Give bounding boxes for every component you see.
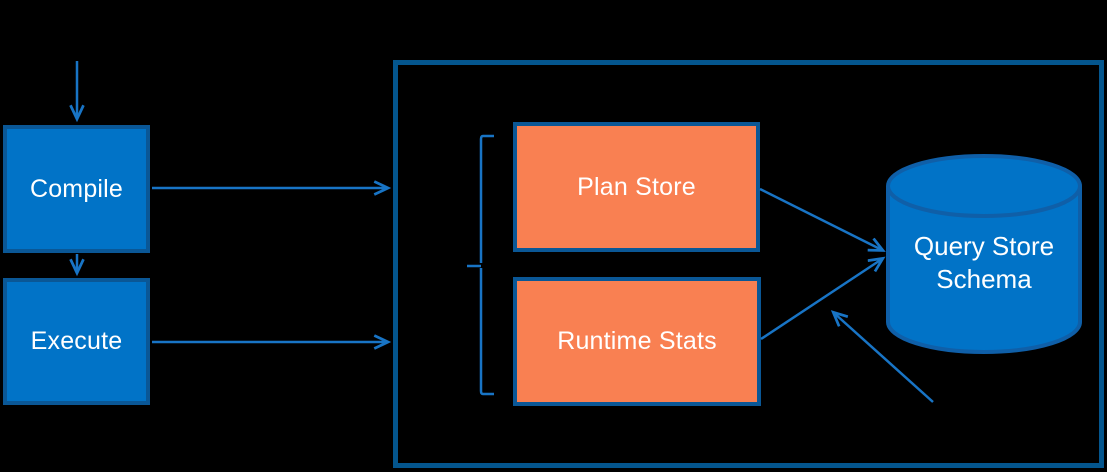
compile-label: Compile (29, 174, 124, 203)
query-store-schema-label: Query Store Schema (886, 230, 1082, 296)
query-store-schema-label-line2: Schema (936, 264, 1032, 294)
cylinder-top (886, 154, 1082, 218)
database-cylinder-icon (886, 154, 1082, 354)
execute-label: Execute (30, 327, 123, 355)
runtime-stats-box: Runtime Stats (513, 277, 761, 406)
execute-box: Execute (3, 278, 150, 405)
plan-store-label: Plan Store (577, 172, 696, 201)
query-store-schema-label-line1: Query Store (913, 231, 1055, 261)
runtime-stats-label: Runtime Stats (557, 327, 717, 355)
plan-store-box: Plan Store (513, 122, 760, 252)
compile-box: Compile (3, 125, 150, 253)
query-store-boundary-box (393, 60, 1104, 468)
